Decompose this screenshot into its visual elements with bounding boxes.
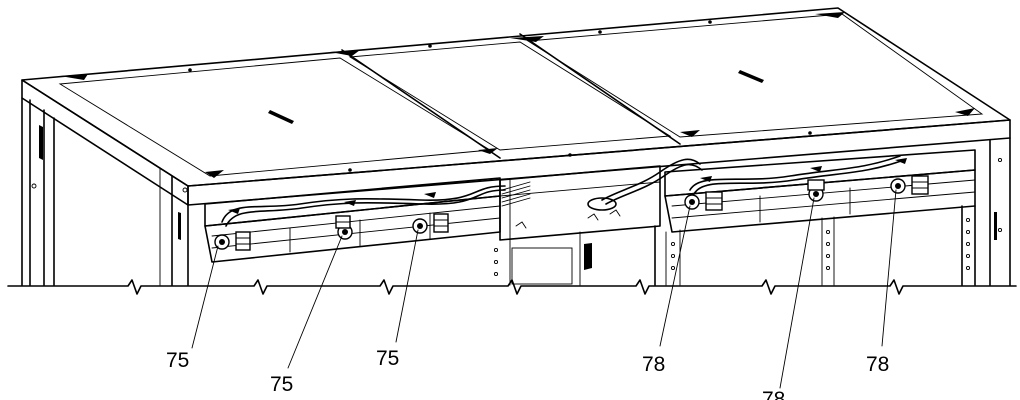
- roof-handle-left: [268, 110, 294, 124]
- screw: [348, 168, 352, 172]
- roof-handle-right: [738, 70, 764, 83]
- cable: [221, 185, 506, 223]
- screw: [428, 44, 432, 48]
- corner-bracket: [60, 74, 88, 80]
- grommet: [587, 197, 617, 211]
- callout-label: 78: [642, 353, 665, 376]
- leader-line-c3: [395, 229, 419, 343]
- screw: [568, 153, 572, 157]
- roof-seam-1: [341, 49, 501, 159]
- corner-bracket: [510, 36, 544, 42]
- corner-bracket: [205, 170, 224, 178]
- corner-bracket: [955, 108, 975, 116]
- roof-panel-left: [58, 57, 492, 177]
- reference-numerals: 75 75 75 78 78 78: [166, 347, 889, 400]
- left-side-frame: [21, 97, 189, 286]
- leader-line-c1: [191, 245, 219, 349]
- screw: [188, 68, 192, 72]
- fan-tray-left: [204, 177, 506, 263]
- right-side-frame: [493, 137, 1011, 286]
- connector-3: [412, 213, 449, 234]
- connector-1: [214, 231, 251, 251]
- break-line: [7, 279, 1017, 295]
- connector-5: [807, 179, 825, 202]
- leader-line-c6: [881, 189, 897, 347]
- leader-line-c2: [287, 235, 343, 369]
- connector-4: [684, 191, 723, 211]
- leader-line-c4: [659, 205, 691, 347]
- roof-panel-right: [526, 13, 984, 138]
- corner-bracket: [330, 50, 360, 56]
- roof-seam-2: [519, 33, 681, 145]
- roof-panel-middle: [348, 41, 672, 151]
- roof-left-edge: [21, 79, 189, 206]
- connector-2: [335, 215, 353, 240]
- callout-label: 75: [376, 347, 399, 370]
- frame-slot: [39, 125, 43, 160]
- ribbon-cable: [501, 181, 531, 207]
- screw: [598, 30, 602, 34]
- callout-label: 75: [270, 373, 293, 396]
- corner-bracket: [478, 148, 498, 154]
- leader-lines: [191, 189, 897, 389]
- roof-assembly: [21, 7, 1011, 206]
- frame-slot: [178, 212, 181, 240]
- corner-bracket: [815, 12, 845, 18]
- screw: [808, 131, 812, 135]
- callout-label: 78: [866, 353, 889, 376]
- callout-label: 75: [166, 349, 189, 372]
- center-section: [499, 158, 703, 286]
- callout-label: 78: [762, 388, 785, 400]
- roof-front-edge: [187, 119, 1011, 206]
- connector-6: [890, 175, 929, 195]
- leader-line-c5: [779, 197, 815, 389]
- screw: [708, 20, 712, 24]
- corner-bracket: [680, 130, 700, 137]
- rail-holes: [493, 157, 1003, 277]
